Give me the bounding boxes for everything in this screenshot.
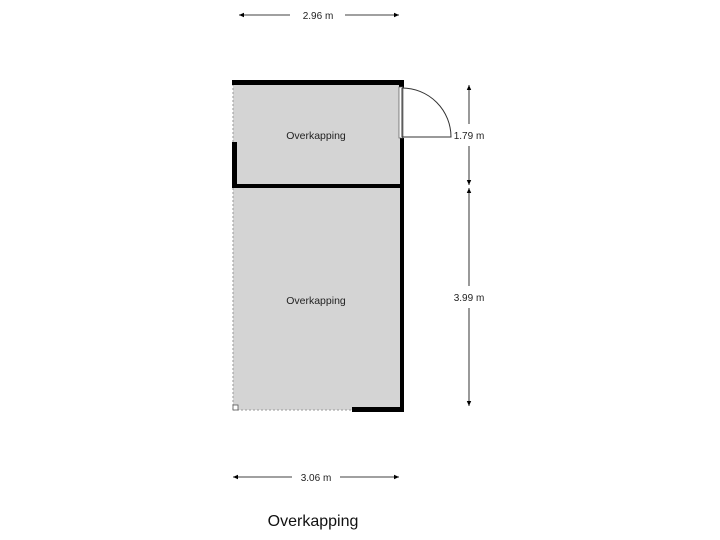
- dimension-right-upper: 1.79 m: [454, 85, 485, 185]
- column-marker: [232, 404, 239, 411]
- dimension-right-lower-label: 3.99 m: [454, 293, 485, 304]
- wall-bottom-right: [352, 407, 404, 412]
- dimension-right-lower: 3.99 m: [454, 188, 485, 406]
- dimension-right-upper-label: 1.79 m: [454, 131, 485, 142]
- dimension-top: 2.96 m: [239, 11, 399, 22]
- wall-top: [232, 80, 404, 85]
- room-label-upper: Overkapping: [286, 130, 346, 142]
- room-label-lower: Overkapping: [286, 295, 346, 307]
- door-swing-arc: [401, 87, 452, 138]
- wall-divider: [233, 184, 404, 188]
- wall-right: [400, 138, 404, 412]
- dimension-bottom-label: 3.06 m: [301, 473, 332, 484]
- plan-title: Overkapping: [268, 513, 359, 530]
- dimension-top-label: 2.96 m: [303, 11, 334, 22]
- wall-right-top-stub: [399, 80, 404, 88]
- wall-left-stub: [232, 142, 237, 188]
- room-fill-lower: [233, 186, 401, 410]
- dimension-bottom: 3.06 m: [233, 473, 399, 484]
- room-fill-upper: [233, 84, 401, 186]
- door-frame: [398, 86, 404, 139]
